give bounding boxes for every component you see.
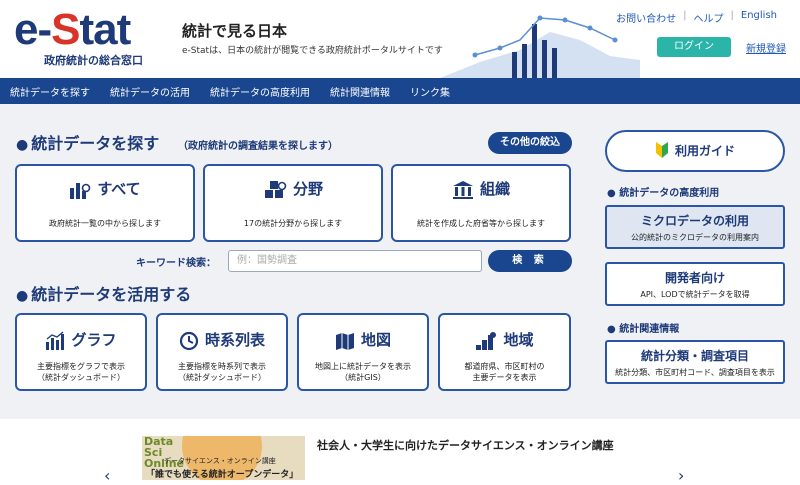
banner-quote: 「誰でも使える統計オープンデータ」 [146,470,299,480]
card-timeseries-title: 時系列表 [158,329,286,351]
card-map-desc-2: （統計GIS） [340,373,386,382]
classification-title: 統計分類・調査項目 [640,349,749,363]
card-region[interactable]: 地域 都道府県、市区町村の 主要データを表示 [438,313,571,391]
card-region-desc-1: 都道府県、市区町村の [464,362,545,371]
clock-icon [179,331,199,350]
cubes-icon [264,180,287,198]
card-organization[interactable]: 組織 統計を作成した府省等から探します [391,164,571,242]
card-map-desc-1: 地図上に統計データを表示 [315,362,411,371]
tagline-description: e-Statは、日本の統計が閲覧できる政府統計ポータルサイトです [182,46,443,56]
bar-chart-icon [70,182,91,199]
card-region-desc-2: 主要データを表示 [472,373,537,382]
banner-subtitle: データサイエンス・オンライン講座 [164,457,276,465]
estat-logo[interactable]: e-Stat 政府統計の総合窓口 [14,8,143,68]
tagline-title: 統計で見る日本 [182,22,288,40]
card-map[interactable]: 地図 地図上に統計データを表示 （統計GIS） [297,313,429,391]
header-links: お問い合わせ | ヘルプ | English [609,10,784,25]
other-filter-button[interactable]: その他の絞込 [488,132,572,154]
card-timeseries-desc-2: （統計ダッシュボード） [178,373,266,382]
search-section-note: （政府統計の調査結果を探します） [178,141,338,152]
login-button[interactable]: ログイン [657,37,731,57]
nav-links[interactable]: リンク集 [410,87,450,99]
classification-card[interactable]: 統計分類・調査項目 統計分類、市区町村コード、調査項目を表示 [605,340,785,384]
separator: | [683,10,687,21]
card-field[interactable]: 分野 17の統計分野から探します [203,164,383,242]
card-all-title: すべて [17,178,193,200]
microdata-desc: 公的統計のミクロデータの利用案内 [631,233,759,242]
card-graph-desc-1: 主要指標をグラフで表示 [37,362,125,371]
contact-link[interactable]: お問い合わせ [616,14,677,25]
card-organization-title: 組織 [393,178,569,200]
nav-search-data[interactable]: 統計データを探す [10,87,90,99]
developer-desc: API、LODで統計データを取得 [640,290,750,299]
sun-decoration [182,436,262,480]
user-guide-button[interactable]: 利用ガイド [605,130,785,172]
region-icon [476,331,497,350]
card-all[interactable]: すべて 政府統計一覧の中から探します [15,164,195,242]
skyline-chart-decoration [440,15,640,78]
advanced-use-heading: ● 統計データの高度利用 [607,188,720,199]
use-section-title: ●統計データを活用する [16,285,192,304]
map-icon [335,332,354,350]
card-all-desc: 政府統計一覧の中から探します [49,219,161,228]
carousel-next-icon[interactable]: › [678,466,685,485]
building-icon [452,180,473,199]
help-link[interactable]: ヘルプ [693,14,724,25]
logo-wordmark: e-Stat [14,5,131,54]
keyword-search-label: キーワード検索： [136,258,216,269]
microdata-title: ミクロデータの利用 [640,214,749,228]
card-field-title: 分野 [205,178,381,200]
carousel-prev-icon[interactable]: ‹ [104,466,111,485]
developer-title: 開発者向け [664,271,725,285]
card-field-desc: 17の統計分野から探します [243,219,343,228]
graph-icon [46,331,65,350]
developer-card[interactable]: 開発者向け API、LODで統計データを取得 [605,262,785,306]
english-link[interactable]: English [740,10,777,21]
header: e-Stat 政府統計の総合窓口 統計で見る日本 e-Statは、日本の統計が閲… [0,0,800,78]
nav-advanced-use[interactable]: 統計データの高度利用 [210,87,310,99]
card-graph[interactable]: グラフ 主要指標をグラフで表示 （統計ダッシュボード） [15,313,147,391]
nav-use-data[interactable]: 統計データの活用 [110,87,190,99]
register-link[interactable]: 新規登録 [746,44,786,55]
news-title[interactable]: 社会人・大学生に向けたデータサイエンス・オンライン講座 [317,439,614,452]
search-section-title: ●統計データを探す [16,134,160,153]
card-region-title: 地域 [440,329,569,351]
card-timeseries-desc-1: 主要指標を時系列で表示 [178,362,266,371]
related-info-heading: ● 統計関連情報 [607,324,680,335]
card-graph-title: グラフ [17,329,145,351]
classification-desc: 統計分類、市区町村コード、調査項目を表示 [615,368,775,377]
card-graph-desc-2: （統計ダッシュボード） [37,373,125,382]
card-timeseries[interactable]: 時系列表 主要指標を時系列で表示 （統計ダッシュボード） [156,313,288,391]
microdata-card[interactable]: ミクロデータの利用 公的統計のミクロデータの利用案内 [605,205,785,249]
beginner-mark-icon [655,142,668,158]
search-button[interactable]: 検 索 [488,250,572,272]
card-map-title: 地図 [299,329,427,351]
nav-related-info[interactable]: 統計関連情報 [330,87,390,99]
main-nav: 統計データを探す 統計データの活用 統計データの高度利用 統計関連情報 リンク集 [0,78,800,104]
news-area [0,419,800,480]
separator: | [730,10,734,21]
card-organization-desc: 統計を作成した府省等から探します [417,219,545,228]
keyword-search-input[interactable]: 例：国勢調査 [228,250,482,272]
logo-subtitle: 政府統計の総合窓口 [44,54,143,67]
